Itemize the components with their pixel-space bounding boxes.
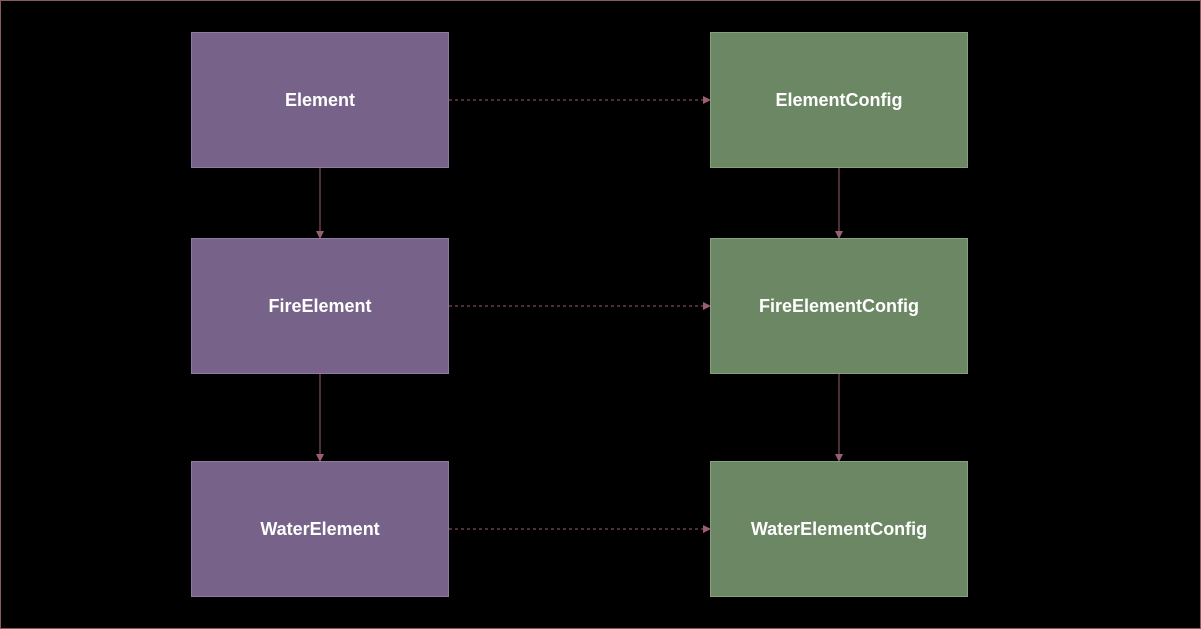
node-fire-element-label: FireElement <box>268 295 372 316</box>
node-water-element-config-label: WaterElementConfig <box>750 518 928 539</box>
node-element-label: Element <box>284 89 356 110</box>
node-fire-element-config-label: FireElementConfig <box>758 295 919 316</box>
node-fire-element: FireElement <box>191 238 449 374</box>
node-element-config-label: ElementConfig <box>775 89 903 110</box>
node-fire-element-config: FireElementConfig <box>710 238 968 374</box>
node-water-element: WaterElement <box>191 461 449 597</box>
node-element-config: ElementConfig <box>710 32 968 168</box>
node-water-element-config: WaterElementConfig <box>710 461 968 597</box>
node-water-element-label: WaterElement <box>260 518 380 539</box>
node-element: Element <box>191 32 449 168</box>
